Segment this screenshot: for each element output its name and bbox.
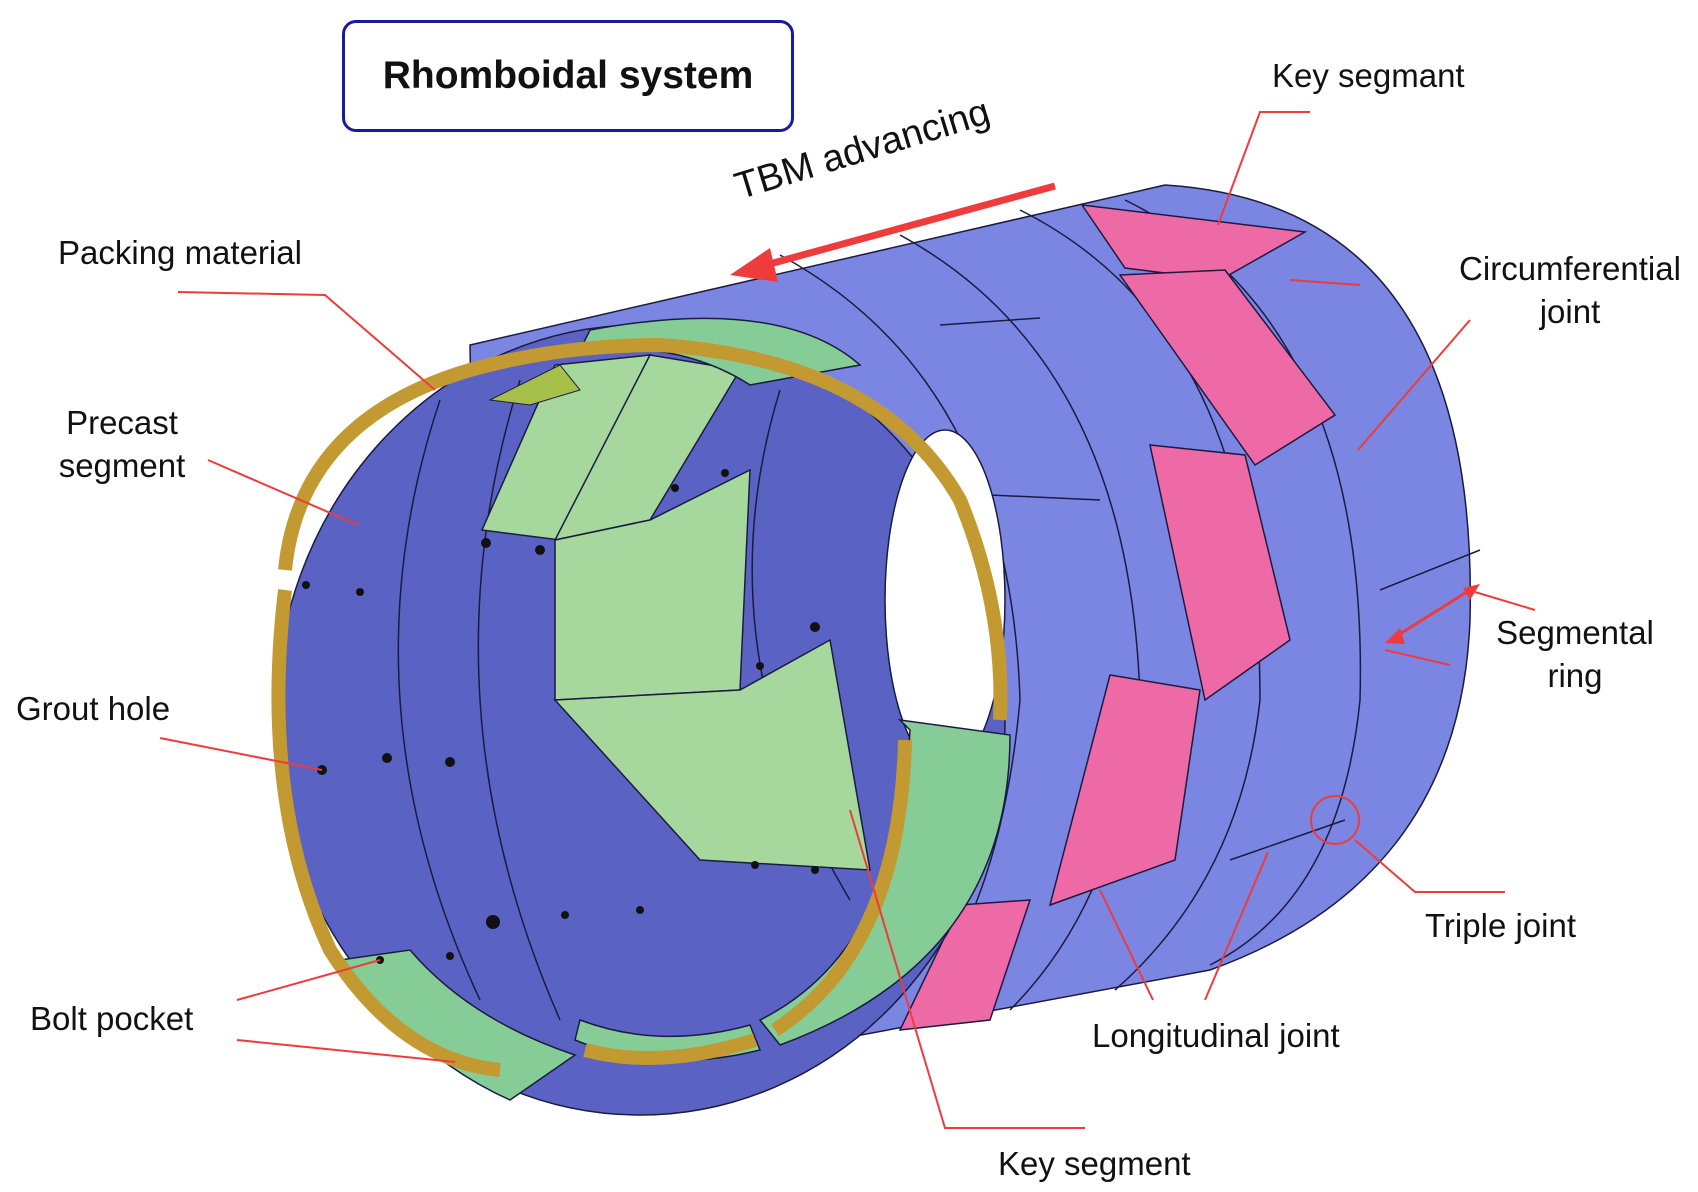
label-circumferential-joint: Circumferential joint [1450,248,1690,334]
leader-longitudinal-joint-1 [1099,889,1154,1001]
packing-material-ring-lower [271,589,912,1077]
leader-lines [159,111,1536,1129]
label-precast-segment: Precast segment [52,402,192,488]
label-precast-segment-line2: segment [58,446,186,484]
small-key-piece [488,364,581,406]
key-segment-pink-4 [1048,674,1201,907]
key-segment-pink-3 [1149,444,1291,702]
leader-bolt-pocket-1 [236,959,381,1001]
leader-packing-material [177,291,436,391]
leader-grout-hole [159,737,323,771]
label-key-segmant: Key segmant [1272,57,1465,94]
leader-circumferential-joint-1 [1289,279,1361,286]
longitudinal-joint-b [1229,819,1346,861]
label-key-segment: Key segment [998,1145,1191,1182]
longitudinal-joint-a [1379,549,1481,591]
label-longitudinal-joint: Longitudinal joint [1092,1017,1340,1054]
label-bolt-pocket: Bolt pocket [30,1000,194,1037]
inner-ring-arc-2 [477,379,561,1021]
leader-precast-segment [207,459,359,526]
label-circumferential-joint-line2: joint [1539,292,1601,330]
triple-joint-marker [1310,795,1360,845]
leader-segmental-ring-2 [1384,649,1451,666]
label-circumferential-joint-line1: Circumferential [1459,250,1681,287]
leader-key-segment-bottom [849,809,1085,1129]
segmental-ring-arrow [1385,584,1480,644]
label-segmental-ring-line2: ring [1547,656,1603,694]
grout-hole-dots [302,469,820,964]
ring-joint-2 [1124,199,1362,966]
label-segmental-ring: Segmental ring [1485,612,1665,698]
longitudinal-joint-d [989,494,1101,501]
longitudinal-joint-c [939,317,1041,326]
inner-ring-arc-1 [397,399,481,1001]
leader-segmental-ring [1474,591,1536,611]
label-segmental-ring-line1: Segmental [1496,614,1654,651]
tunnel-inner-face [271,317,1011,1116]
label-packing-material: Packing material [58,234,302,271]
diagram-title: Rhomboidal system [342,20,794,132]
ring-joint-3 [899,234,1141,1011]
leader-bolt-pocket-2 [236,1039,456,1063]
leader-longitudinal-joint-2 [1204,851,1269,1001]
key-segment-pink-2 [1118,269,1337,467]
leader-circumferential-joint-2 [1357,319,1471,451]
leader-key-segmant-top [1217,111,1310,226]
packing-material-ring [278,337,1008,721]
inner-light-green-4 [553,638,871,871]
leader-triple-joint [1354,839,1505,893]
label-grout-hole: Grout hole [16,690,171,727]
label-precast-segment-line1: Precast [66,404,178,441]
key-segment-pink-5 [898,899,1032,1031]
label-triple-joint: Triple joint [1425,907,1576,944]
tbm-advancing-arrow [730,182,1056,282]
inner-light-green-3 [554,468,751,701]
